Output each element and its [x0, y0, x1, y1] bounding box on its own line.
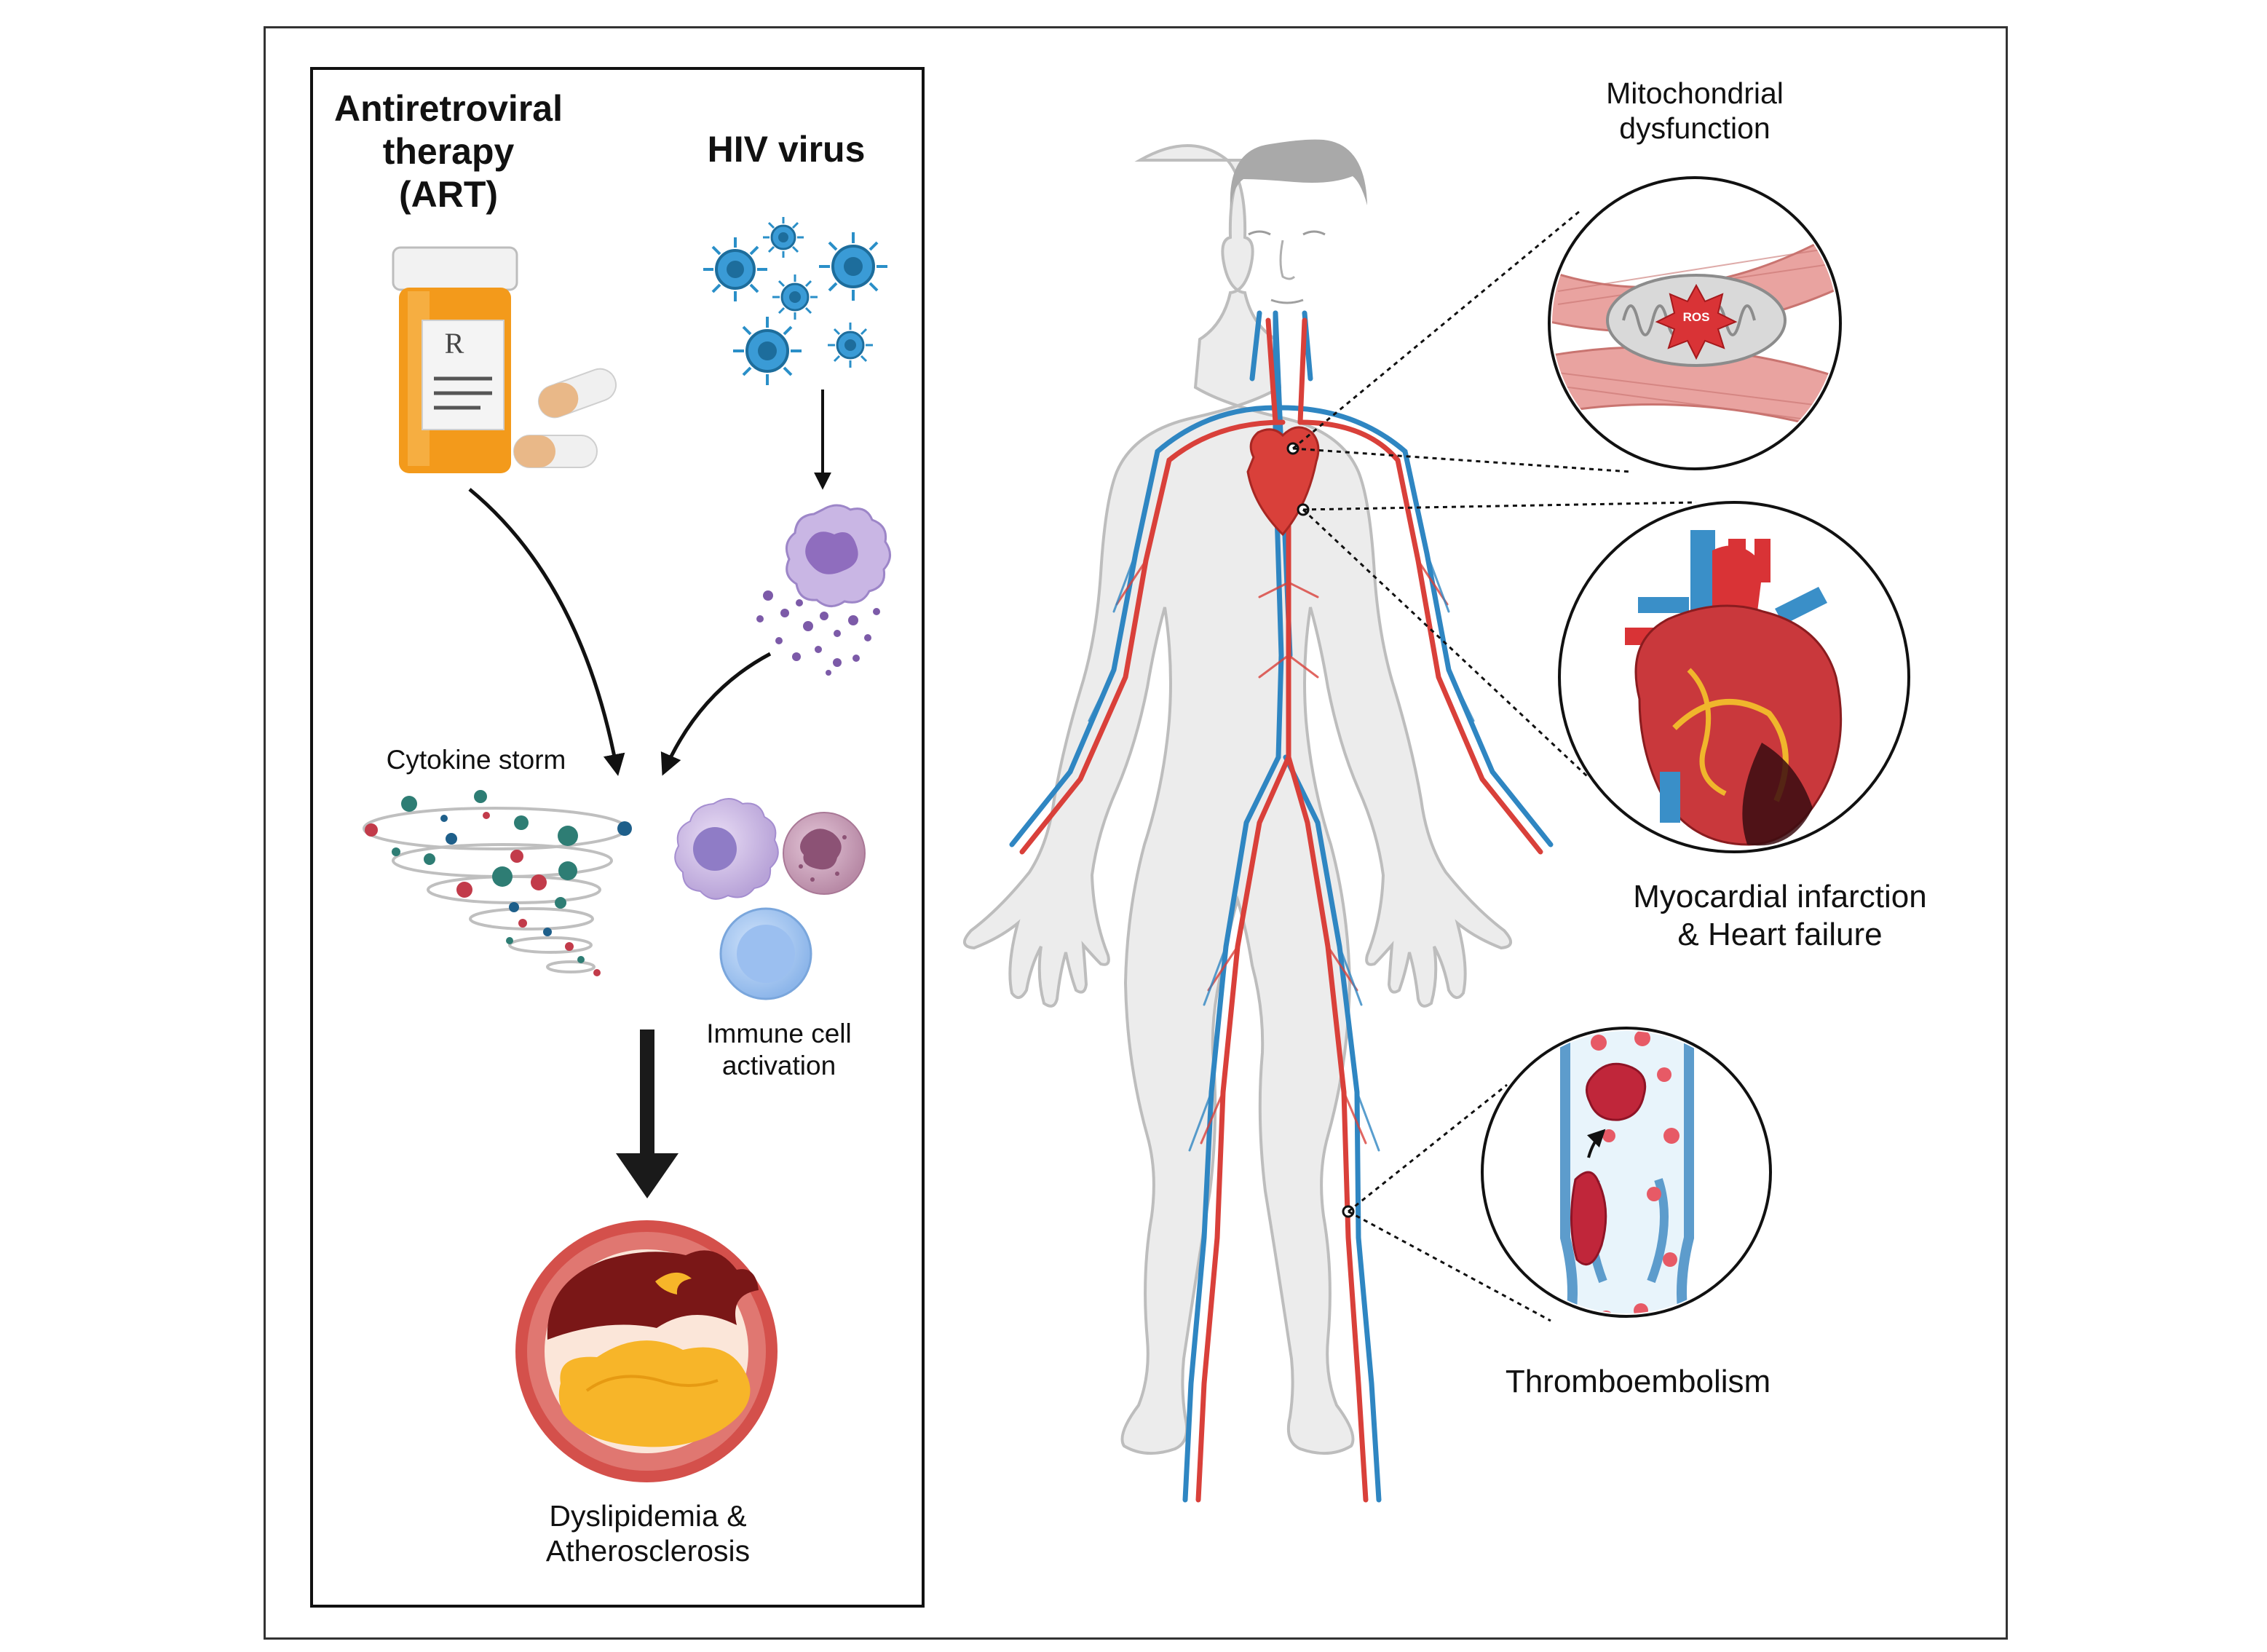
blood-vessels	[1009, 310, 1554, 1503]
big-down-arrow	[616, 1029, 678, 1198]
hiv-title: HIV virus	[707, 129, 866, 170]
arrow-cell-to-immune	[660, 652, 772, 776]
hiv-virus-icons	[703, 217, 887, 385]
mitochondria-inset	[1548, 176, 1842, 470]
cytokine-storm-icon	[363, 807, 628, 973]
left-panel-frame	[310, 67, 925, 1608]
pill-bottle-icon	[392, 246, 518, 473]
human-body-figure	[963, 139, 1512, 1455]
mi-label: Myocardial infarction & Heart failure	[1633, 879, 1927, 952]
rx-symbol: R	[444, 327, 464, 360]
figure-frame	[264, 26, 2008, 1640]
mitochondrial-label: Mitochondrial dysfunction	[1606, 76, 1784, 146]
body-heart-icon	[1246, 426, 1320, 537]
art-title: Antiretroviral therapy (ART)	[334, 88, 563, 215]
capsule-icon	[513, 368, 617, 468]
arrow-art-to-storm	[468, 488, 625, 776]
heart-inset	[1558, 501, 1910, 853]
artery-plaque-icon	[515, 1220, 778, 1482]
ros-label: ROS	[1682, 310, 1710, 324]
cytokine-particles	[365, 790, 632, 976]
dyslipidemia-label: Dyslipidemia & Atherosclerosis	[545, 1499, 751, 1568]
leader-lines	[1292, 210, 1697, 1322]
thrombo-label: Thromboembolism	[1505, 1364, 1771, 1399]
immune-cells-icon	[674, 798, 866, 1000]
thrombus-inset	[1481, 1027, 1772, 1318]
infected-cell-icon	[756, 504, 891, 676]
immune-activation-label: Immune cell activation	[706, 1019, 852, 1080]
cytokine-storm-label: Cytokine storm	[386, 745, 566, 775]
